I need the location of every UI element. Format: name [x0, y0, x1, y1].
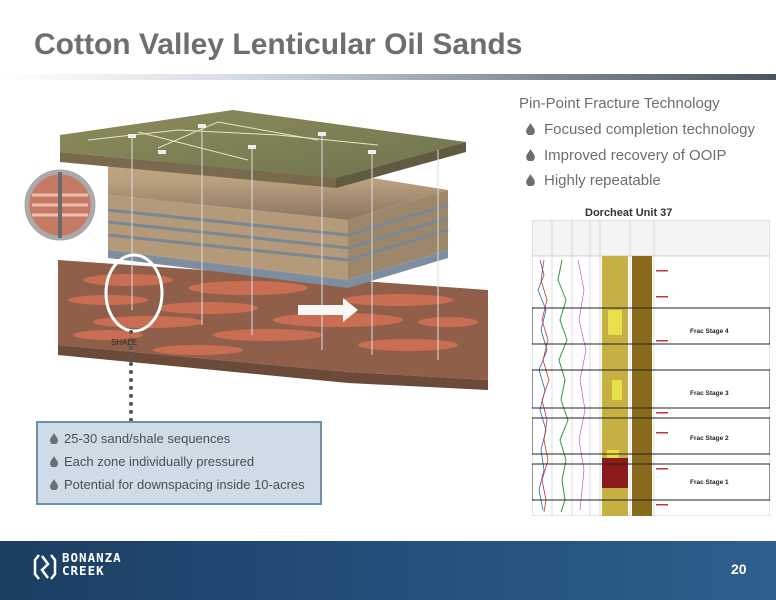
callout-item: Potential for downspacing inside 10-acre… [50, 477, 320, 500]
well-log-chart: Frac Stage 4 Frac Stage 3 Frac Stage 2 F… [532, 220, 770, 516]
bullet-item: Focused completion technology [526, 120, 755, 146]
footer-bar [0, 541, 776, 600]
frac-stage-boxes [532, 307, 770, 501]
frac-stage-label: Frac Stage 2 [690, 435, 729, 442]
highlight-circle [104, 253, 164, 333]
log-curve-red [540, 259, 550, 513]
log-chart-title: Dorcheat Unit 37 [585, 207, 673, 219]
page-number: 20 [731, 561, 747, 577]
lenticular-sands [68, 274, 478, 355]
oil-interval [602, 458, 628, 488]
frac-stage-label: Frac Stage 1 [690, 479, 729, 486]
log-curve-magenta [577, 259, 587, 511]
well-pads [128, 124, 376, 154]
wellbores [131, 128, 439, 360]
bonanza-creek-logo-icon [33, 554, 57, 580]
callout-item: 25-30 sand/shale sequences [50, 431, 320, 454]
drop-icon [50, 456, 58, 467]
company-logo-text: BONANZA CREEK [62, 550, 122, 578]
geology-block-diagram: SHALE [24, 110, 488, 390]
shale-label: SHALE [111, 338, 137, 347]
technology-heading: Pin-Point Fracture Technology [519, 95, 720, 112]
drop-icon [526, 123, 535, 135]
frac-stage-label: Frac Stage 4 [690, 328, 729, 335]
surface-terrain [60, 110, 466, 178]
log-curve-green [557, 259, 569, 513]
frac-stage-label: Frac Stage 3 [690, 390, 729, 397]
technology-bullets: Focused completion technology Improved r… [526, 120, 755, 197]
log-track-dividers [551, 220, 655, 516]
drop-icon [526, 174, 535, 186]
drop-icon [526, 148, 535, 161]
slide-title: Cotton Valley Lenticular Oil Sands [34, 28, 523, 61]
sand-shale-callout: 25-30 sand/shale sequences Each zone ind… [36, 421, 322, 505]
drop-icon [50, 479, 58, 490]
log-curve-blue [537, 259, 548, 511]
drop-icon [50, 433, 58, 444]
lithology-track-b [632, 256, 652, 516]
depth-marks [656, 270, 668, 506]
callout-item: Each zone individually pressured [50, 454, 320, 477]
bullet-item: Highly repeatable [526, 171, 755, 197]
arrow-icon [298, 298, 358, 322]
rock-strata [107, 203, 449, 262]
title-underline [0, 74, 776, 80]
bullet-item: Improved recovery of OOIP [526, 146, 755, 172]
callout-connector [129, 330, 133, 422]
